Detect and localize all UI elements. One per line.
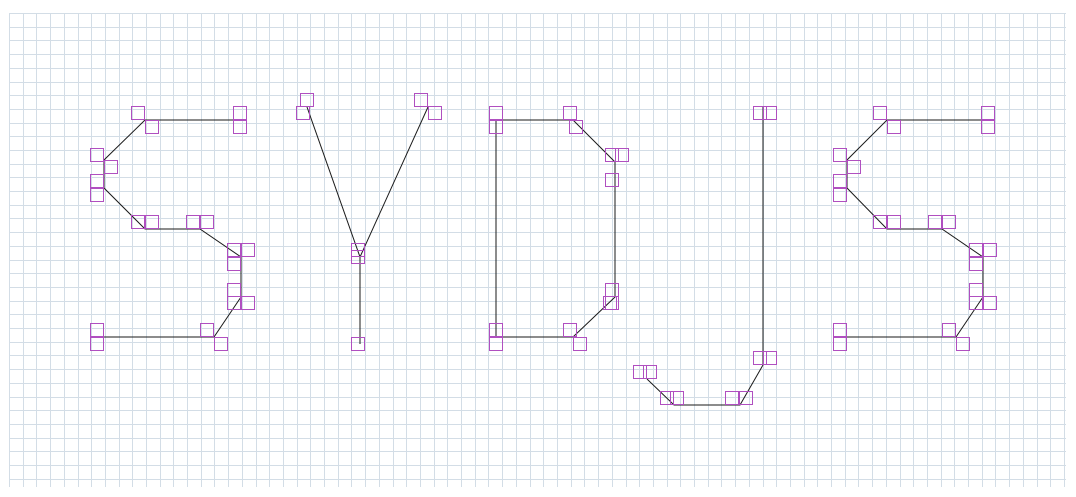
glyph-path-s[interactable] [840,119,988,338]
control-point-handle[interactable] [489,337,503,351]
control-point-handle[interactable] [489,323,503,337]
control-point-handle[interactable] [90,188,104,202]
control-point-handle[interactable] [131,215,145,229]
letter-s2 [833,106,997,351]
control-point-handle[interactable] [227,243,241,257]
control-point-handle[interactable] [928,215,942,229]
control-point-handle[interactable] [753,351,767,365]
control-point-handle[interactable] [90,337,104,351]
control-point-handle[interactable] [887,120,901,134]
control-point-handle[interactable] [233,106,247,120]
control-point-handle[interactable] [887,215,901,229]
control-point-handle[interactable] [227,296,241,310]
control-point-handle[interactable] [605,148,619,162]
control-point-handle[interactable] [241,296,255,310]
control-point-handle[interactable] [983,243,997,257]
control-point-handle[interactable] [969,257,983,271]
control-point-handle[interactable] [569,120,583,134]
control-point-handle[interactable] [763,351,777,365]
control-point-handle[interactable] [605,173,619,187]
control-point-handle[interactable] [763,106,777,120]
control-point-handle[interactable] [633,365,647,379]
letter-y [296,93,442,351]
control-point-handle[interactable] [186,215,200,229]
control-point-handle[interactable] [200,215,214,229]
control-point-handle[interactable] [351,243,365,257]
control-point-handle[interactable] [873,215,887,229]
control-point-handle[interactable] [428,106,442,120]
control-point-handle[interactable] [833,323,847,337]
control-point-handle[interactable] [942,215,956,229]
control-point-handle[interactable] [833,174,847,188]
control-point-handle[interactable] [489,106,503,120]
control-point-handle[interactable] [563,323,577,337]
control-point-handle[interactable] [969,243,983,257]
control-point-handle[interactable] [847,160,861,174]
control-point-handle[interactable] [981,120,995,134]
control-point-handle[interactable] [351,337,365,351]
control-point-handle[interactable] [969,296,983,310]
control-point-handle[interactable] [833,188,847,202]
control-point-handle[interactable] [615,148,629,162]
control-point-handle[interactable] [489,120,503,134]
control-point-handle[interactable] [739,391,753,405]
letter-d [489,106,629,351]
control-point-handle[interactable] [300,93,314,107]
control-point-handle[interactable] [753,106,767,120]
control-point-handle[interactable] [90,148,104,162]
control-point-handle[interactable] [660,391,674,405]
letter-layer [90,93,997,406]
control-point-handle[interactable] [227,257,241,271]
control-point-handle[interactable] [563,106,577,120]
control-point-handle[interactable] [603,296,617,310]
control-point-handle[interactable] [873,106,887,120]
letter-j [633,106,777,406]
control-point-handle[interactable] [414,93,428,107]
control-point-handle[interactable] [131,106,145,120]
control-point-handle[interactable] [104,160,118,174]
control-point-handle[interactable] [573,337,587,351]
control-point-handle[interactable] [833,148,847,162]
control-point-handle[interactable] [956,337,970,351]
control-point-handle[interactable] [214,337,228,351]
control-point-handle[interactable] [241,243,255,257]
grid [9,13,1066,487]
control-point-handle[interactable] [670,391,684,405]
control-point-handle[interactable] [90,323,104,337]
control-point-handle[interactable] [200,323,214,337]
control-point-handle[interactable] [725,391,739,405]
letter-s1 [90,106,255,351]
control-point-handle[interactable] [833,337,847,351]
control-point-handle[interactable] [145,120,159,134]
control-point-handle[interactable] [233,120,247,134]
control-point-handle[interactable] [90,174,104,188]
control-point-handle[interactable] [643,365,657,379]
control-point-handle[interactable] [983,296,997,310]
control-point-handle[interactable] [981,106,995,120]
control-point-handle[interactable] [145,215,159,229]
control-point-handle[interactable] [942,323,956,337]
glyph-path-s[interactable] [97,119,242,338]
